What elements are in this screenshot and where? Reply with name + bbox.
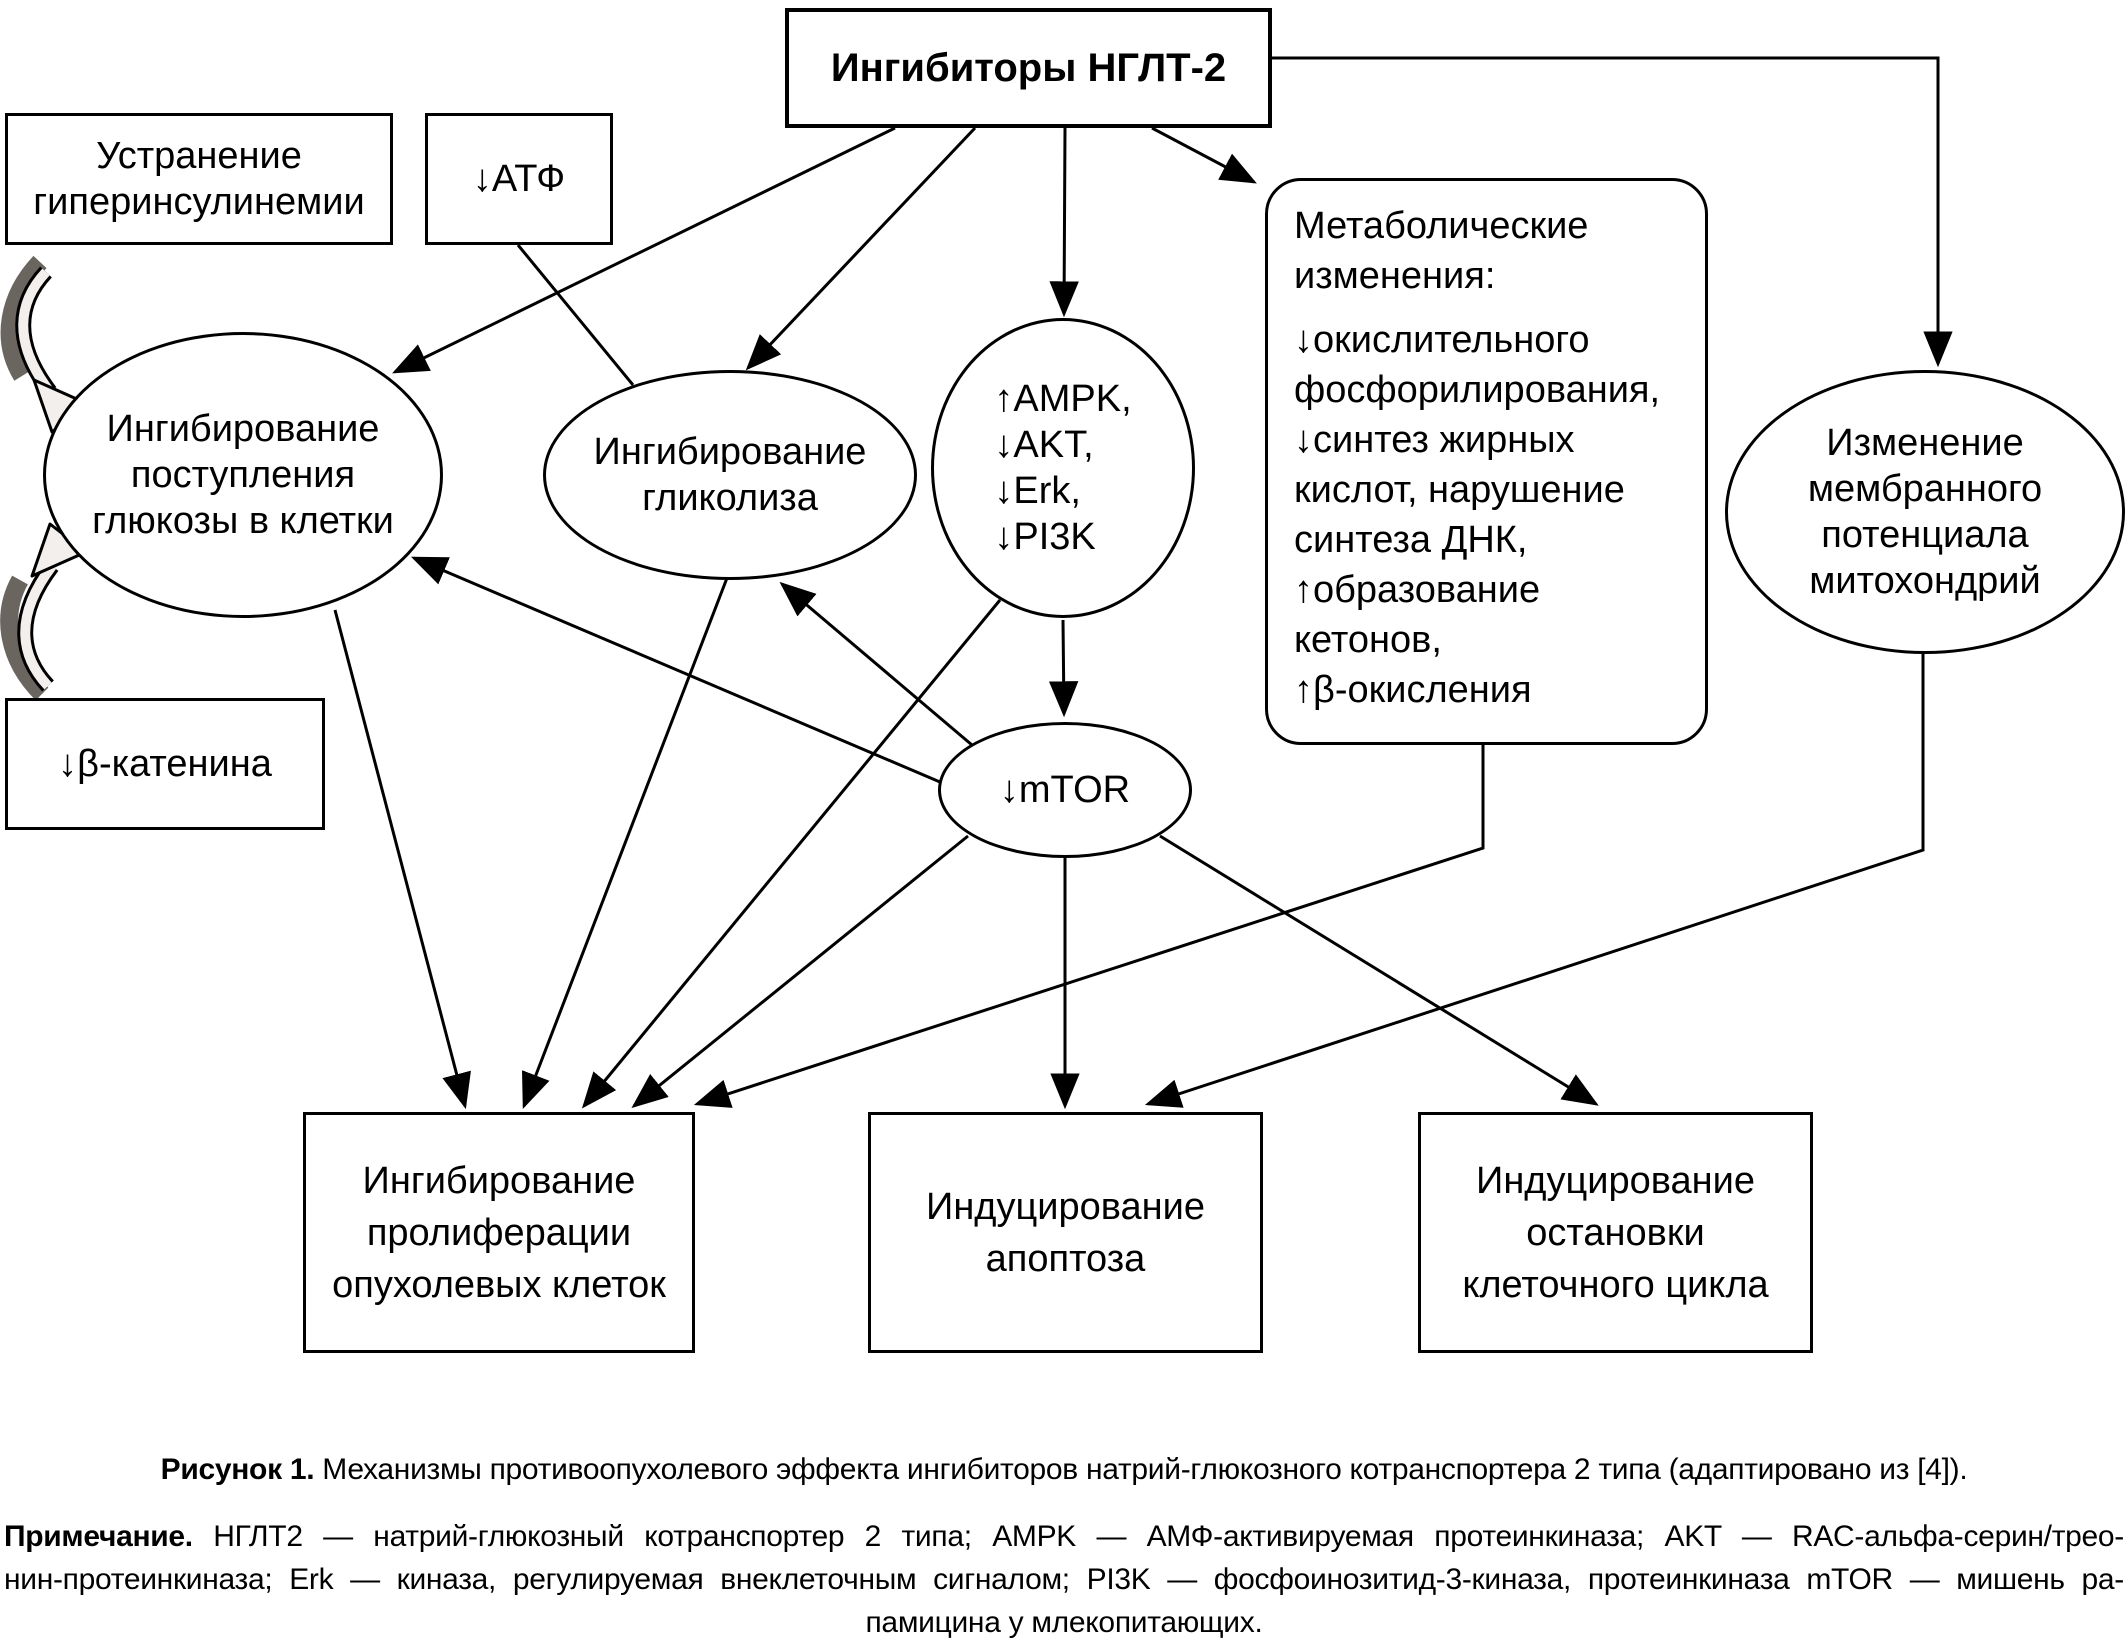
node-title-sglt2-inhibitors: Ингибиторы НГЛТ-2: [785, 8, 1272, 128]
edge-membrane-apoptosis: [1144, 654, 1925, 1108]
node-membrane-potential: Изменение мембранного потенциала митохон…: [1725, 370, 2125, 654]
edge-title-membrane: [1272, 56, 1953, 368]
node-metabolic-changes: Метаболические изменения: ↓окислительног…: [1265, 178, 1708, 745]
edge-kinases-proliferation: [581, 599, 1002, 1109]
node-mtor: ↓mTOR: [938, 722, 1192, 858]
edge-metabolic-proliferation: [693, 745, 1485, 1108]
ribbon-arrow-beta-catenin: [0, 522, 88, 701]
node-beta-catenin: ↓β-катенина: [5, 698, 325, 830]
edge-mtor-glycolysis: [779, 581, 973, 747]
figure-note: Примечание. НГЛТ2 — натрий-глюкозный кот…: [0, 1515, 2128, 1639]
edge-kinases-mtor: [1048, 619, 1079, 718]
figure-caption-label: Рисунок 1.: [160, 1453, 315, 1486]
edge-title-glycolysis: [745, 126, 977, 371]
edge-mtor-cell-cycle: [1159, 834, 1599, 1106]
edge-title-kinases: [1049, 127, 1079, 318]
node-apoptosis-induction: Индуцирование апоптоза: [868, 1112, 1263, 1353]
note-line-2: нин-протеинкиназа; Erk — киназа, регулир…: [4, 1563, 2124, 1596]
node-glycolysis-inhibition: Ингибирование гликолиза: [543, 370, 917, 580]
metabolic-changes-body: ↓окислительного фосфорилирования, ↓синте…: [1294, 319, 1661, 711]
edge-title-glucose-uptake: [392, 126, 896, 374]
note-line-3: памицина у млекопитающих.: [865, 1606, 1263, 1639]
node-cell-cycle-arrest: Индуцирование остановки клеточного цикла: [1418, 1112, 1813, 1353]
edge-atp-glycolysis: [516, 244, 635, 386]
metabolic-changes-heading: Метаболические изменения:: [1294, 205, 1589, 297]
edge-glycolysis-proliferation: [521, 577, 729, 1110]
note-line-1: Примечание. НГЛТ2 — натрий-глюкозный кот…: [4, 1520, 2124, 1553]
edge-glucose-uptake-proliferation: [333, 609, 471, 1110]
edge-title-metabolic: [1151, 126, 1257, 184]
node-kinases: ↑AMPK, ↓AKT, ↓Erk, ↓PI3K: [931, 318, 1195, 618]
figure-caption-text: Механизмы противоопухолевого эффекта инг…: [322, 1453, 1968, 1486]
edge-mtor-glucose-uptake: [410, 556, 941, 784]
node-atp-decrease: ↓АТФ: [425, 113, 613, 245]
node-proliferation-inhibition: Ингибирование пролиферации опухолевых кл…: [303, 1112, 695, 1353]
note-label: Примечание.: [4, 1520, 193, 1553]
node-glucose-uptake-inhibition: Ингибирование поступления глюкозы в клет…: [43, 332, 443, 618]
edge-mtor-proliferation: [631, 834, 969, 1109]
node-hyperinsulinemia: Устранение гиперинсулинемии: [5, 113, 393, 245]
figure-caption: Рисунок 1. Механизмы противоопухолевого …: [0, 1450, 2128, 1490]
